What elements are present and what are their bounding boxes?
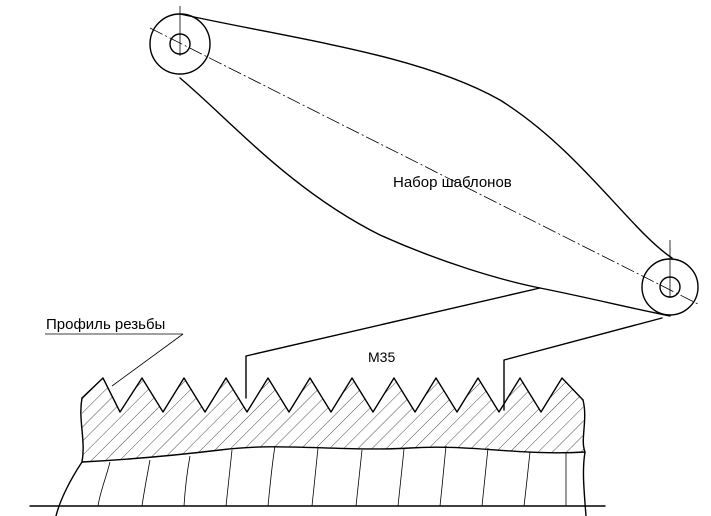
thread-profile-label: Профиль резьбы — [46, 316, 165, 333]
center-axis-line — [149, 27, 701, 306]
template-blade — [245, 287, 663, 411]
profile-leader — [45, 333, 184, 387]
holder-outline-bottom — [179, 77, 671, 317]
thread-hatching — [82, 378, 585, 462]
thread-size-label: М35 — [368, 349, 395, 365]
thread-root-line — [81, 446, 586, 463]
leader-line — [111, 333, 184, 387]
thread-left-edge — [55, 397, 84, 516]
thread-section — [29, 377, 606, 516]
template-holder — [149, 6, 701, 317]
blade-outline — [245, 287, 663, 411]
thread-lower-lines — [97, 445, 567, 507]
thread-profile-line — [81, 377, 584, 413]
holder-outline-top — [179, 13, 673, 259]
template-set-label: Набор шаблонов — [393, 174, 512, 191]
